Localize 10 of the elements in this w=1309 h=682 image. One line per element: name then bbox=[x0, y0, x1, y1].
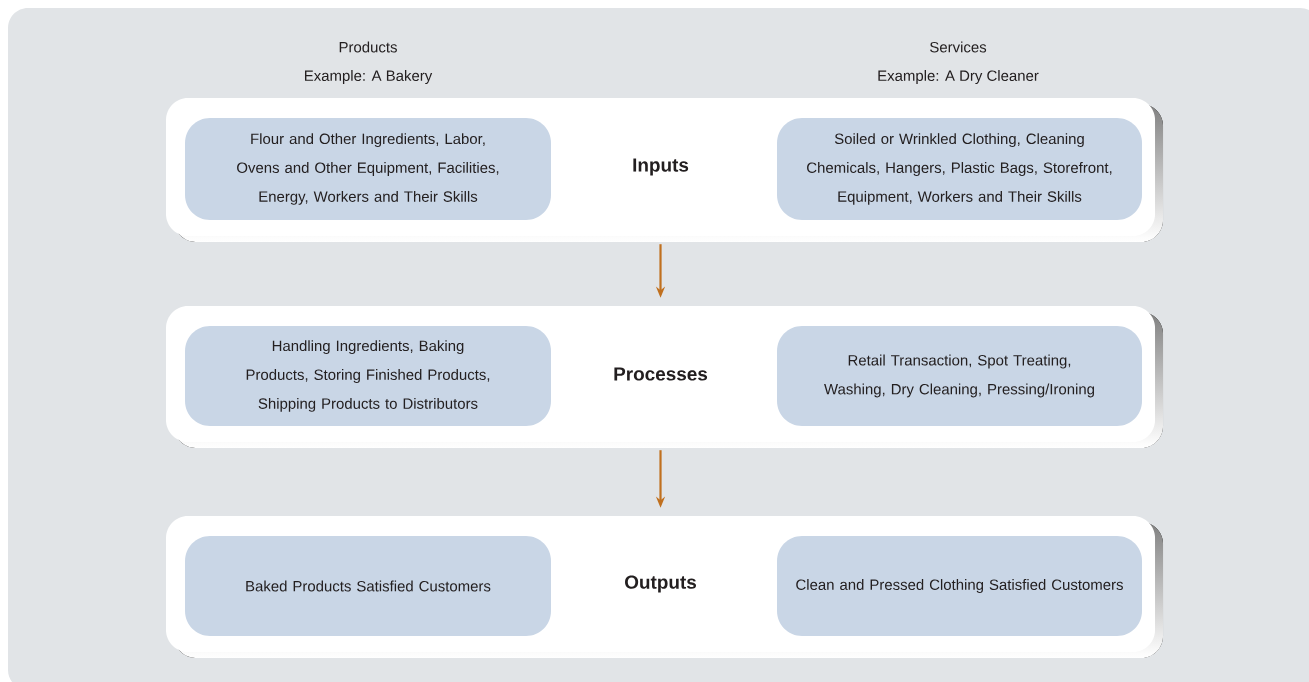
example-box: Flour and Other Ingredients, Labor, Ovens and Other Equipment, Facilities, Energy, Workers and Their Skills bbox=[185, 118, 551, 220]
column-heading: Example: A Dry Cleaner bbox=[878, 70, 1039, 84]
column-heading: Example: A Bakery bbox=[305, 70, 433, 84]
example-box: Baked Products Satisfied Customers bbox=[185, 536, 551, 636]
example-box: Handling Ingredients, Baking Products, Storing Finished Products, Shipping Products to Distributors bbox=[185, 326, 551, 426]
column-heading: Services bbox=[930, 41, 987, 53]
column-heading: Products bbox=[339, 41, 397, 53]
example-box: Soiled or Wrinkled Clothing, Cleaning Chemicals, Hangers, Plastic Bags, Storefront, Equipment, Workers and Their Skills bbox=[777, 118, 1142, 220]
example-box: Clean and Pressed Clothing Satisfied Customers bbox=[777, 536, 1142, 636]
example-box: Retail Transaction, Spot Treating, Washing, Dry Cleaning, Pressing/Ironing bbox=[777, 326, 1142, 426]
